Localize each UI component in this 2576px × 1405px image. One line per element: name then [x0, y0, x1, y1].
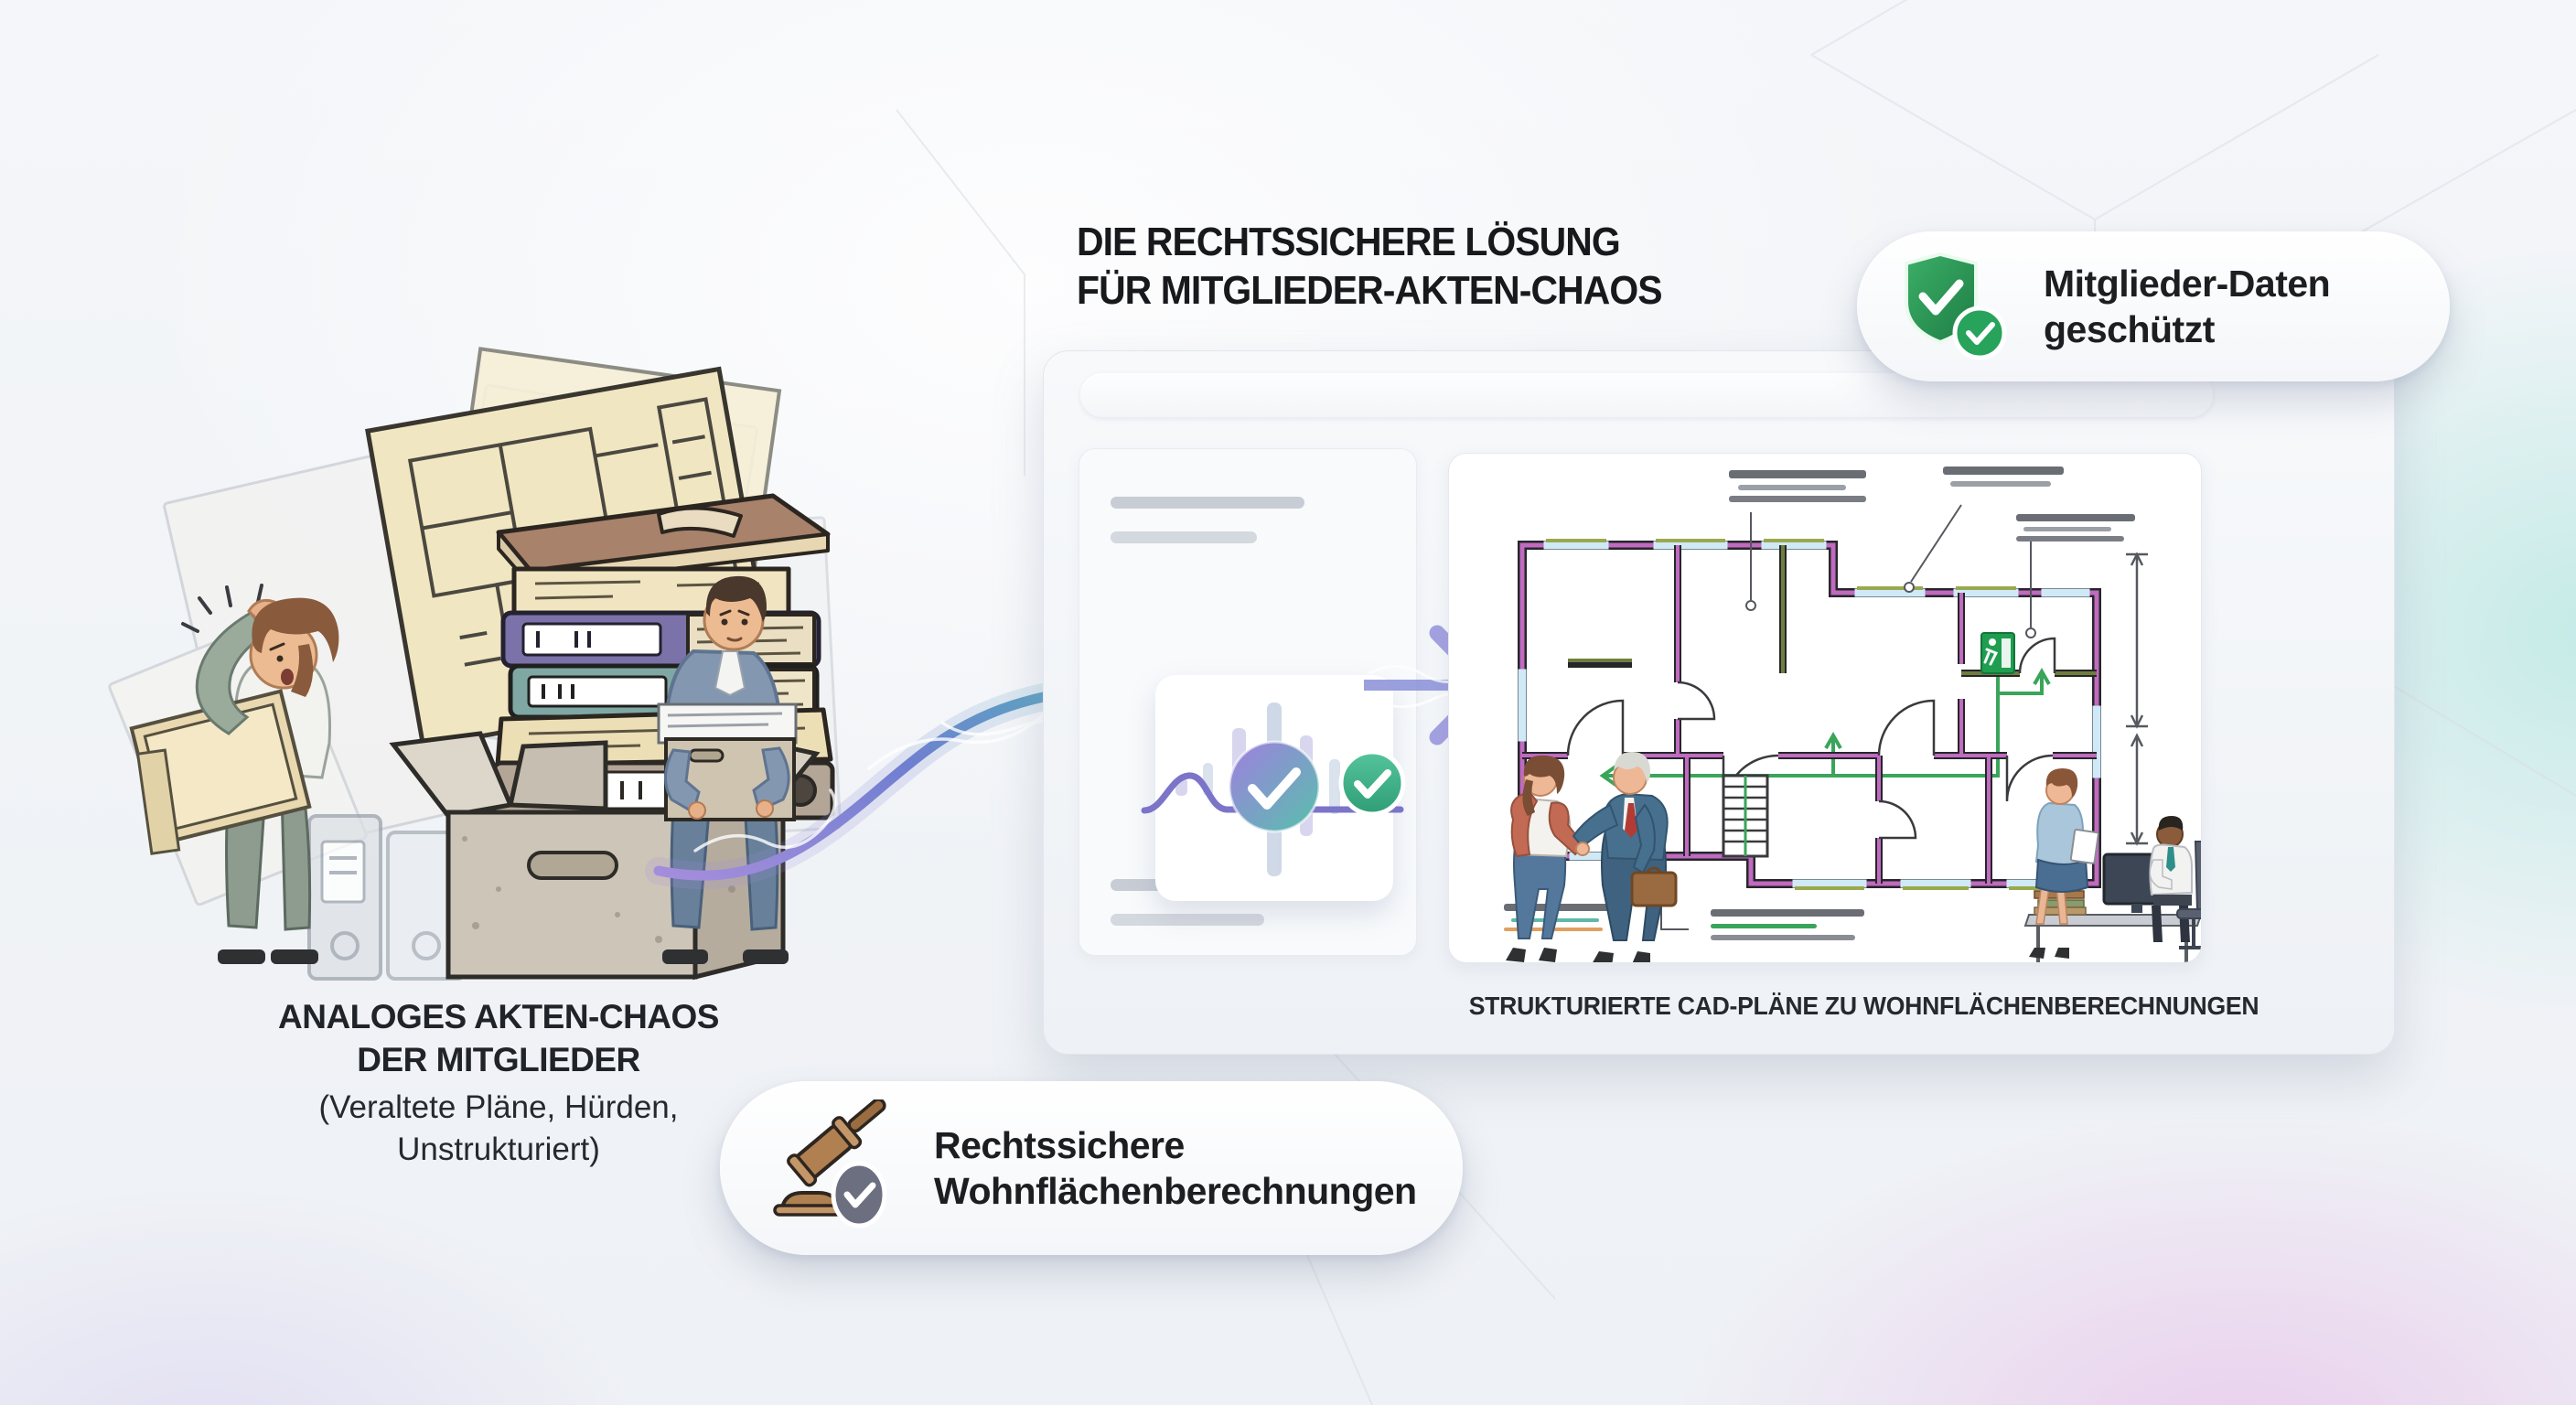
energy-swoosh: [645, 672, 1153, 890]
document-skeleton-panel: [1079, 448, 1417, 956]
badge-legal-line2: Wohnflächenberechnungen: [934, 1170, 1417, 1212]
stairs: [1722, 774, 1769, 858]
floor-plan-illustration: [1504, 467, 2201, 962]
handshake-people-illustration: [1506, 752, 1678, 962]
chaos-illustration: [108, 347, 843, 981]
dimension-lines: [2126, 552, 2148, 846]
badge-data-protected: Mitglieder-Daten geschützt: [1857, 231, 2450, 381]
badge-data-protected-line2: geschützt: [2044, 308, 2215, 350]
chaos-caption-line3: (Veraltete Pläne, Hürden,: [318, 1089, 679, 1125]
skeleton-line: [1111, 531, 1257, 543]
stressed-woman-illustration: [129, 584, 339, 964]
gray-binders: [307, 814, 467, 981]
processing-graphic: [1141, 702, 1406, 876]
headline-line-1: DIE RECHTSSICHERE LÖSUNG: [1077, 220, 1621, 264]
solution-panel: STRUKTURIERTE CAD-PLÄNE ZU WOHNFLÄCHENBE…: [1043, 350, 2395, 1055]
purple-check-circle: [1229, 742, 1319, 831]
chaos-caption-line4: Unstrukturiert): [397, 1132, 600, 1167]
processing-card: [1141, 675, 1406, 901]
floor-plan-card: [1448, 453, 2202, 963]
outer-walls: [1518, 539, 2101, 890]
badge-legal-line1: Rechtssichere: [934, 1124, 1185, 1166]
headline: DIE RECHTSSICHERE LÖSUNG FÜR MITGLIEDER-…: [1077, 218, 1706, 315]
plan-caption: STRUKTURIERTE CAD-PLÄNE ZU WOHNFLÄCHENBE…: [1468, 992, 2259, 1020]
skeleton-line: [1111, 497, 1304, 509]
shield-check-icon: [1905, 252, 2007, 360]
chaos-caption-line1: ANALOGES AKTEN-CHAOS: [278, 998, 719, 1035]
exit-sign: [1980, 632, 2015, 674]
skeleton-line: [1111, 914, 1264, 926]
chaos-caption-line2: DER MITGLIEDER: [357, 1041, 640, 1078]
badge-data-protected-line1: Mitglieder-Daten: [2044, 263, 2331, 305]
office-people-illustration: [2023, 768, 2201, 962]
chaos-caption: ANALOGES AKTEN-CHAOS DER MITGLIEDER (Ver…: [210, 995, 787, 1171]
escape-route: [1599, 667, 2051, 788]
green-check-circle: [1338, 749, 1406, 817]
gavel-check-icon: [773, 1099, 887, 1228]
headline-line-2: FÜR MITGLIEDER-AKTEN-CHAOS: [1077, 268, 1663, 313]
badge-legal-calculations: Rechtssichere Wohnflächenberechnungen: [720, 1081, 1463, 1255]
